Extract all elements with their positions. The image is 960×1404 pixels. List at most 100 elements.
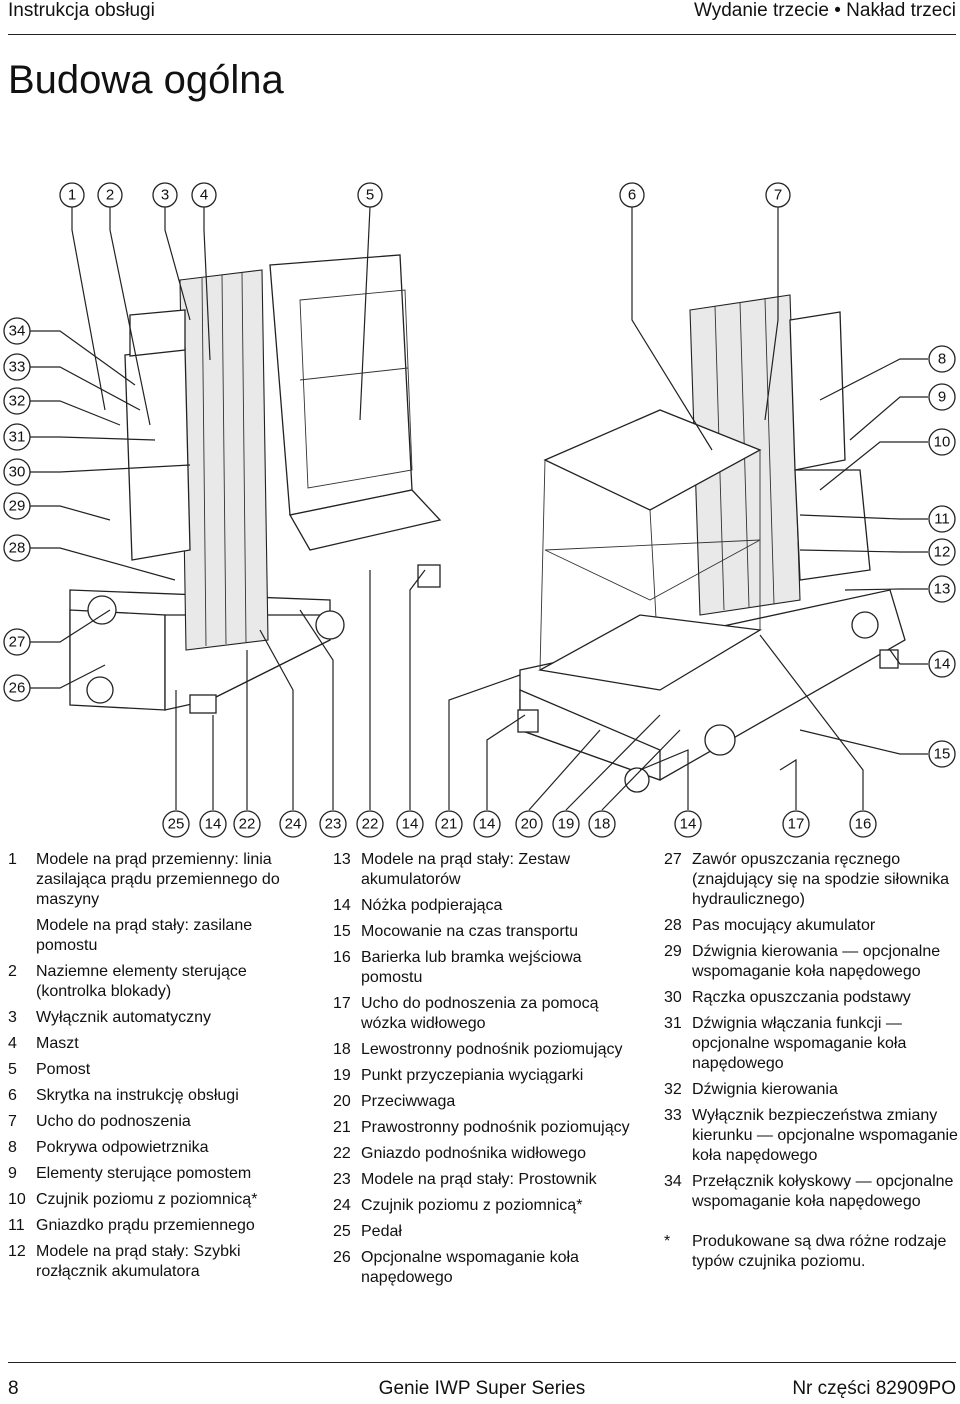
svg-text:30: 30 — [9, 464, 26, 481]
svg-text:12: 12 — [934, 544, 951, 561]
callout: 10 — [928, 428, 956, 456]
svg-text:22: 22 — [239, 816, 256, 833]
svg-text:28: 28 — [9, 540, 26, 557]
footer-rule — [8, 1362, 956, 1363]
svg-text:19: 19 — [558, 816, 575, 833]
callout: 15 — [928, 740, 956, 768]
callout: 25 — [162, 810, 190, 838]
callout: 11 — [928, 505, 956, 533]
callout: 24 — [279, 810, 307, 838]
callout: 14 — [674, 810, 702, 838]
callout: 16 — [849, 810, 877, 838]
callout: 14 — [199, 810, 227, 838]
legend-item: Modele na prąd stały: zasilane pomostu — [36, 917, 253, 954]
svg-text:14: 14 — [205, 816, 222, 833]
svg-text:14: 14 — [934, 656, 951, 673]
callout: 14 — [473, 810, 501, 838]
svg-text:5: 5 — [366, 187, 374, 204]
callout: 13 — [928, 575, 956, 603]
callout: 32 — [3, 387, 31, 415]
svg-text:14: 14 — [680, 816, 697, 833]
callout: 29 — [3, 492, 31, 520]
callout: 22 — [233, 810, 261, 838]
callout: 18 — [588, 810, 616, 838]
callout: 7 — [765, 182, 791, 208]
left-machine-illustration — [69, 254, 442, 714]
svg-text:11: 11 — [934, 511, 950, 528]
callout: 19 — [552, 810, 580, 838]
svg-text:34: 34 — [9, 323, 26, 340]
callout: 17 — [782, 810, 810, 838]
page-title: Budowa ogólna — [8, 58, 284, 102]
callout: 27 — [3, 628, 31, 656]
svg-text:4: 4 — [200, 187, 208, 204]
svg-text:16: 16 — [855, 816, 872, 833]
svg-text:23: 23 — [325, 816, 342, 833]
callouts-bottom: 25 14 22 24 23 22 14 21 14 20 19 18 14 1… — [162, 810, 877, 838]
svg-text:2: 2 — [106, 187, 114, 204]
callout: 31 — [3, 423, 31, 451]
header-edition-text: Wydanie trzecie — [693, 0, 829, 21]
callout: 22 — [356, 810, 384, 838]
svg-text:18: 18 — [594, 816, 611, 833]
callout: 26 — [3, 674, 31, 702]
callout: 6 — [619, 182, 645, 208]
callout: 4 — [191, 182, 217, 208]
svg-text:25: 25 — [168, 816, 185, 833]
callouts-top: 1 2 3 4 5 6 7 — [59, 182, 791, 208]
callout: 14 — [928, 650, 956, 678]
svg-text:14: 14 — [479, 816, 496, 833]
svg-text:6: 6 — [628, 187, 636, 204]
right-machine-illustration — [517, 294, 906, 793]
svg-text:17: 17 — [788, 816, 805, 833]
page-number: 8 — [8, 1378, 19, 1399]
leader-lines — [30, 206, 928, 811]
svg-text:15: 15 — [934, 746, 951, 763]
callout: 14 — [396, 810, 424, 838]
svg-text:13: 13 — [934, 581, 951, 598]
svg-text:20: 20 — [521, 816, 538, 833]
part-number: Nr części 82909PO — [792, 1378, 956, 1399]
callout: 2 — [97, 182, 123, 208]
callout: 8 — [928, 345, 956, 373]
svg-text:31: 31 — [9, 429, 26, 446]
header-print-text: Nakład trzeci — [846, 0, 956, 21]
callout: 20 — [515, 810, 543, 838]
svg-text:22: 22 — [362, 816, 379, 833]
svg-text:32: 32 — [9, 393, 26, 410]
svg-text:9: 9 — [938, 389, 946, 406]
callout: 9 — [928, 383, 956, 411]
page-footer: 8 Genie IWP Super Series Nr części 82909… — [8, 1378, 956, 1402]
